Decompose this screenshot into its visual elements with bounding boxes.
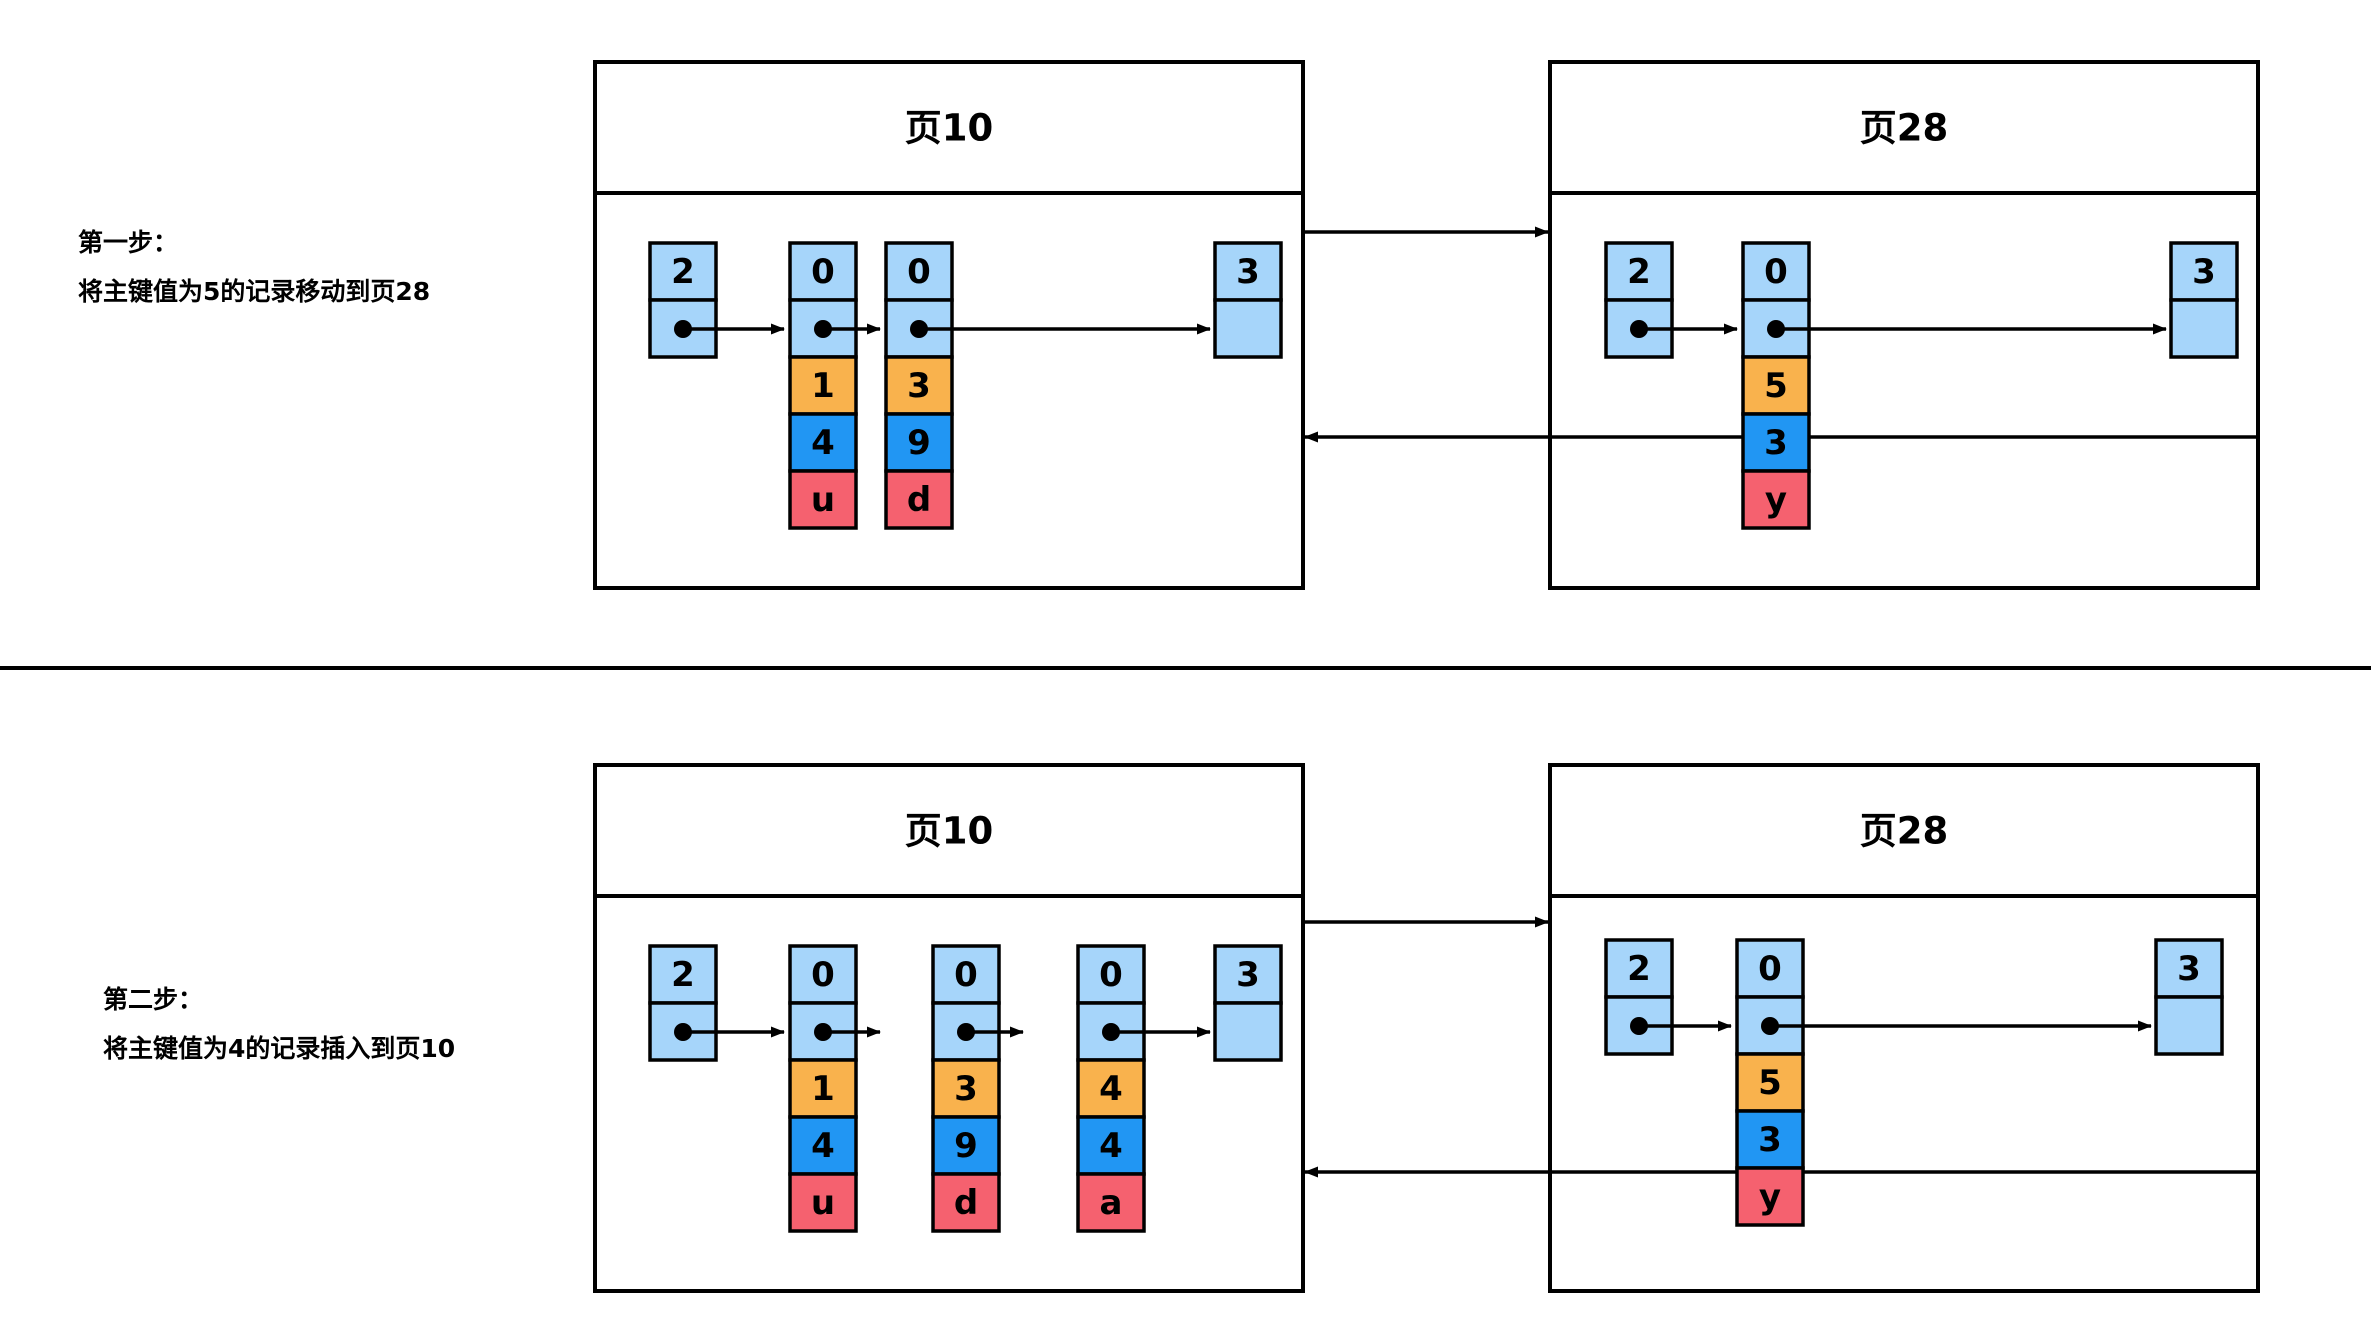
record-trx-value: 4: [1099, 1126, 1123, 1166]
record-trx-value: 9: [907, 423, 931, 463]
infimum-header-value: 2: [671, 955, 695, 995]
record-header-cell: [788, 241, 858, 302]
page-10-step-1-title: 页10: [905, 107, 994, 150]
record-header-value: 0: [907, 252, 931, 292]
record-header-value: 0: [1099, 955, 1123, 995]
record-trx-cell: [1741, 412, 1811, 473]
step-2-label-line2: 将主键值为4的记录插入到页10: [103, 1034, 455, 1063]
supremum-header-value: 3: [1236, 955, 1260, 995]
record-key-cell: [788, 1058, 858, 1119]
record-key-value: 4: [1099, 1069, 1123, 1109]
page-28-step-2-infimum-node: 2: [1604, 938, 1732, 1056]
record-data-cell: [788, 469, 858, 530]
record-trx-value: 3: [1758, 1120, 1782, 1160]
page-10-step-2-title: 页10: [905, 810, 994, 853]
record-data-value: d: [907, 480, 931, 520]
infimum-header-value: 2: [1627, 252, 1651, 292]
record-data-cell: [931, 1172, 1001, 1233]
step-2-label-line1: 第二步：: [103, 985, 203, 1014]
record-data-cell: [884, 469, 954, 530]
page-28-step-1-record-1: 0 5 3 y: [1741, 241, 2167, 530]
page-28-step-2-record-1: 0 5 3 y: [1735, 938, 2152, 1227]
infimum-header-value: 2: [671, 252, 695, 292]
record-trx-value: 4: [811, 1126, 835, 1166]
step-1-label-line2: 将主键值为5的记录移动到页28: [78, 277, 430, 306]
record-trx-cell: [788, 1115, 858, 1176]
supremum-pointer-cell: [2154, 995, 2224, 1056]
supremum-pointer-cell: [1213, 298, 1283, 359]
record-key-value: 1: [811, 1069, 835, 1109]
record-trx-value: 3: [1764, 423, 1788, 463]
page-10-step-2-record-1: 0 1 4 u: [788, 944, 881, 1233]
record-data-cell: [788, 1172, 858, 1233]
infimum-header-cell: [1604, 241, 1674, 302]
record-key-value: 3: [907, 366, 931, 406]
record-trx-value: 4: [811, 423, 835, 463]
record-data-cell: [1741, 469, 1811, 530]
record-data-cell: [1735, 1166, 1805, 1227]
page-10-step-1-record-2: 0 3 9 d: [884, 241, 1211, 530]
page-10-step-2-record-2: 0 3 9 d: [931, 944, 1024, 1233]
record-header-cell: [788, 944, 858, 1005]
record-key-value: 3: [954, 1069, 978, 1109]
page-28-step-2-supremum-node: 3: [2154, 938, 2224, 1056]
record-data-value: y: [1759, 1177, 1781, 1217]
supremum-header-value: 3: [1236, 252, 1260, 292]
record-key-cell: [1735, 1052, 1805, 1113]
record-key-cell: [931, 1058, 1001, 1119]
record-data-cell: [1076, 1172, 1146, 1233]
record-header-cell: [884, 241, 954, 302]
record-trx-cell: [1735, 1109, 1805, 1170]
record-header-value: 0: [811, 955, 835, 995]
supremum-header-cell: [1213, 944, 1283, 1005]
record-key-value: 5: [1764, 366, 1788, 406]
infimum-header-cell: [648, 241, 718, 302]
record-data-value: u: [811, 480, 835, 520]
record-header-cell: [931, 944, 1001, 1005]
record-trx-cell: [788, 412, 858, 473]
record-trx-value: 9: [954, 1126, 978, 1166]
page-28-step-1-infimum-node: 2: [1604, 241, 1738, 359]
record-data-value: u: [811, 1183, 835, 1223]
page-10-step-2-infimum-node: 2: [648, 944, 785, 1062]
page-10-step-2-record-3: 0 4 4 a: [1076, 944, 1211, 1233]
record-data-value: y: [1765, 480, 1787, 520]
record-header-value: 0: [811, 252, 835, 292]
record-key-cell: [1076, 1058, 1146, 1119]
supremum-pointer-cell: [1213, 1001, 1283, 1062]
record-key-cell: [884, 355, 954, 416]
record-header-value: 0: [954, 955, 978, 995]
record-data-value: d: [954, 1183, 978, 1223]
page-10-step-1-infimum-node: 2: [648, 241, 785, 359]
supremum-header-value: 3: [2192, 252, 2216, 292]
record-key-value: 5: [1758, 1063, 1782, 1103]
page-10-step-2-supremum-node: 3: [1213, 944, 1283, 1062]
record-header-cell: [1735, 938, 1805, 999]
supremum-header-value: 3: [2177, 949, 2201, 989]
record-header-value: 0: [1758, 949, 1782, 989]
supremum-header-cell: [2169, 241, 2239, 302]
page-28-step-2-title: 页28: [1860, 810, 1949, 853]
step-1-group: 第一步： 将主键值为5的记录移动到页28 页10 页28 2: [78, 60, 2260, 590]
infimum-header-cell: [1604, 938, 1674, 999]
step-1-label-line1: 第一步：: [78, 228, 178, 257]
page-28-step-1-title: 页28: [1860, 107, 1949, 150]
record-data-value: a: [1100, 1183, 1123, 1223]
record-header-value: 0: [1764, 252, 1788, 292]
page-10-step-1-supremum-node: 3: [1213, 241, 1283, 359]
step-2-group: 第二步： 将主键值为4的记录插入到页10 页10 页28 2: [103, 763, 2260, 1293]
infimum-header-value: 2: [1627, 949, 1651, 989]
page-10-step-1-record-1: 0 1 4 u: [788, 241, 881, 530]
supremum-header-cell: [1213, 241, 1283, 302]
record-key-value: 1: [811, 366, 835, 406]
record-header-cell: [1076, 944, 1146, 1005]
record-trx-cell: [1076, 1115, 1146, 1176]
supremum-pointer-cell: [2169, 298, 2239, 359]
page-28-step-1-supremum-node: 3: [2169, 241, 2239, 359]
